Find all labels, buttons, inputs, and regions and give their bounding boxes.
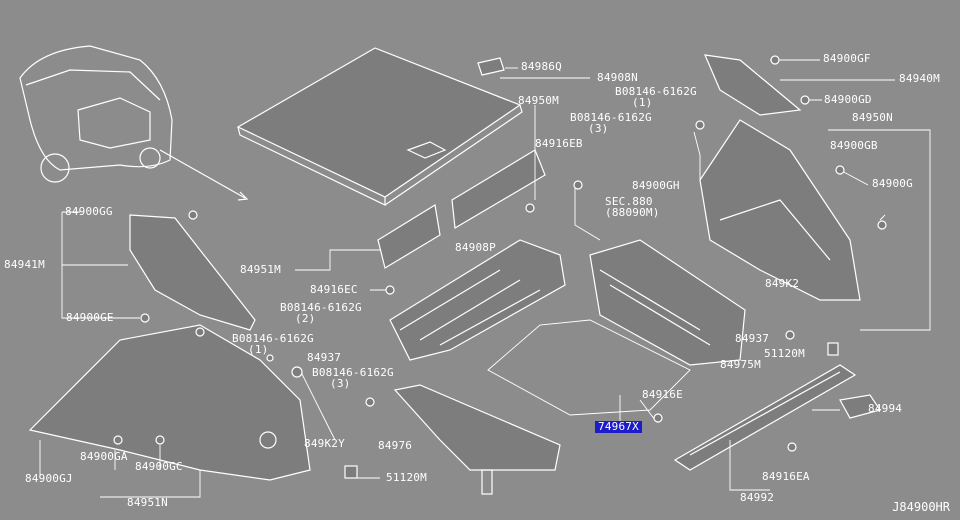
label-84900gc: 84900GC — [135, 460, 183, 473]
label-84900gj: 84900GJ — [25, 472, 73, 485]
label-bolt-top1: B08146-6162G — [615, 85, 697, 98]
left-trim-upper — [129, 214, 256, 331]
label-bolt-top2: B08146-6162G — [570, 111, 652, 124]
label-bolt-mid3: B08146-6162G — [312, 366, 394, 379]
label-84900gb: 84900GB — [830, 139, 878, 152]
label-84992: 84992 — [740, 491, 775, 504]
trunk-side-upper — [389, 239, 566, 361]
label-84908p: 84908P — [455, 241, 496, 254]
label-84900gg: 84900GG — [65, 205, 113, 218]
label-84975m: 84975M — [720, 358, 761, 371]
label-84940m: 84940M — [899, 72, 940, 85]
label-84900gh: 84900GH — [632, 179, 680, 192]
label-bolt-mid1: B08146-6162G — [280, 301, 362, 314]
label-84900g: 84900G — [872, 177, 913, 190]
floor-board — [236, 47, 523, 206]
label-849k2y: 849K2Y — [304, 437, 345, 450]
scuff-plate — [673, 364, 857, 471]
rear-panel — [589, 239, 746, 366]
trunk-side-right — [699, 119, 861, 301]
label-84916e: 84916E — [642, 388, 683, 401]
label-bolt-top1-qty: (1) — [632, 96, 653, 109]
lower-tray — [393, 384, 561, 495]
fasteners — [113, 55, 887, 479]
label-84937-right: 84937 — [735, 332, 770, 345]
label-84908n: 84908N — [597, 71, 638, 84]
label-bolt-mid2: B08146-6162G — [232, 332, 314, 345]
vehicle-outline — [19, 45, 249, 201]
label-bolt-mid3-qty: (3) — [330, 377, 351, 390]
label-51120m-right: 51120M — [764, 347, 805, 360]
label-sec880-ref: (88090M) — [605, 206, 660, 219]
label-84916eb: 84916EB — [535, 137, 583, 150]
cover-84994 — [839, 394, 881, 419]
trim-84940m — [704, 54, 802, 116]
label-84950m: 84950M — [518, 94, 559, 107]
label-84937-left: 84937 — [307, 351, 342, 364]
label-bolt-top2-qty: (3) — [588, 122, 609, 135]
label-51120m-left: 51120M — [386, 471, 427, 484]
label-84986q: 84986Q — [521, 60, 562, 73]
leader-lines — [39, 59, 931, 498]
side-panel — [377, 149, 546, 269]
label-84950n: 84950N — [852, 111, 893, 124]
label-84941m: 84941M — [4, 258, 45, 271]
label-bolt-mid1-qty: (2) — [295, 312, 316, 325]
diagram-code: J84900HR — [892, 500, 950, 514]
label-84951m: 84951M — [240, 263, 281, 276]
label-84900gd: 84900GD — [824, 93, 872, 106]
clip-84986q — [477, 57, 505, 76]
label-84900gf: 84900GF — [823, 52, 871, 65]
label-84900ge: 84900GE — [66, 311, 114, 324]
label-84951n: 84951N — [127, 496, 168, 509]
label-849k2: 849K2 — [765, 277, 800, 290]
label-bolt-mid2-qty: (1) — [248, 343, 269, 356]
label-84900ga: 84900GA — [80, 450, 128, 463]
label-74967x-highlighted: 74967X — [595, 421, 642, 433]
label-84976: 84976 — [378, 439, 413, 452]
label-sec880: SEC.880 — [605, 195, 653, 208]
label-84994: 84994 — [868, 402, 903, 415]
label-84916ea: 84916EA — [762, 470, 810, 483]
label-84916ec: 84916EC — [310, 283, 358, 296]
floor-mat — [487, 319, 691, 416]
